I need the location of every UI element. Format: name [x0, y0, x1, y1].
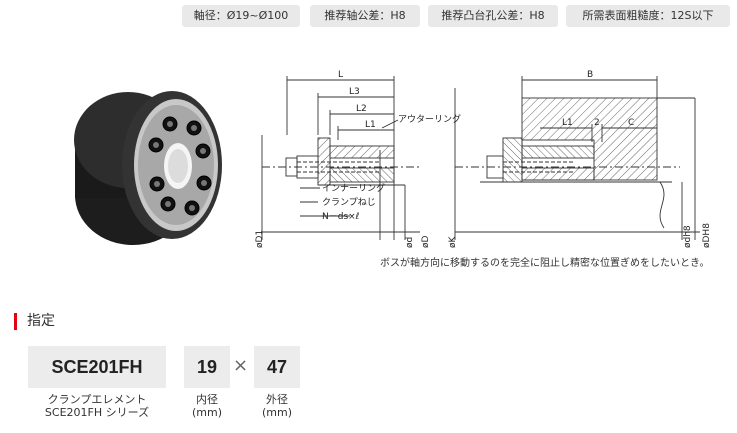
dim-d: ød	[405, 237, 415, 248]
label-outer-ring: アウターリング	[398, 113, 461, 125]
dim-D: øD	[421, 235, 431, 248]
usage-note: ボスが軸方向に移動するのを完全に阻止し精密な位置ぎめをしたいとき。	[380, 258, 710, 269]
tag-surface-roughness: 所需表面粗糙度：12S以下	[566, 5, 730, 27]
inner-diameter-box: 19	[184, 346, 230, 388]
dim-L: L	[338, 70, 343, 80]
times-sign: ×	[233, 355, 249, 376]
outer-label: 外径	[266, 393, 288, 406]
dim-DH8: øDH8	[702, 223, 712, 248]
dim-B: B	[587, 70, 593, 80]
dim-dh8: ødh8	[683, 225, 693, 248]
dim-2: 2	[594, 118, 600, 128]
dim-L2: L2	[356, 104, 367, 114]
tag-boss-tolerance: 推荐凸台孔公差：H8	[428, 5, 558, 27]
dim-L3: L3	[349, 87, 360, 97]
dim-D1: øD1	[255, 230, 265, 248]
section-title: 指定	[27, 313, 55, 329]
dim-K: øK	[448, 235, 458, 248]
label-screw-spec: N－ds×ℓ	[322, 212, 359, 222]
inner-label: 内径	[196, 393, 218, 406]
outer-diameter-box: 47	[254, 346, 300, 388]
product-figure: L L3 L2 L1 アウターリング インナーリング クランプねじ N－ds×ℓ…	[74, 70, 712, 248]
outer-caption: 外径 (mm)	[254, 393, 300, 419]
outer-unit: (mm)	[261, 406, 292, 419]
section-accent-bar	[14, 313, 17, 330]
model-caption-line2: SCE201FH シリーズ	[44, 406, 150, 419]
dim-C: C	[628, 118, 634, 128]
right-section-drawing	[454, 76, 700, 240]
label-inner-ring: インナーリング	[322, 182, 385, 194]
model-caption-line1: クランプエレメント	[47, 393, 147, 406]
inner-unit: (mm)	[191, 406, 222, 419]
dim-L1-right: L1	[562, 118, 573, 128]
tag-shaft-diameter: 軸径：Ø19~Ø100	[182, 5, 300, 27]
model-box: SCE201FH	[28, 346, 166, 388]
left-section-drawing	[261, 76, 420, 240]
tag-shaft-tolerance: 推荐轴公差：H8	[310, 5, 420, 27]
dim-L1: L1	[365, 120, 376, 130]
model-caption: クランプエレメント SCE201FH シリーズ	[28, 393, 166, 419]
product-photo	[74, 91, 222, 245]
inner-caption: 内径 (mm)	[184, 393, 230, 419]
label-clamp-screw: クランプねじ	[322, 197, 376, 208]
